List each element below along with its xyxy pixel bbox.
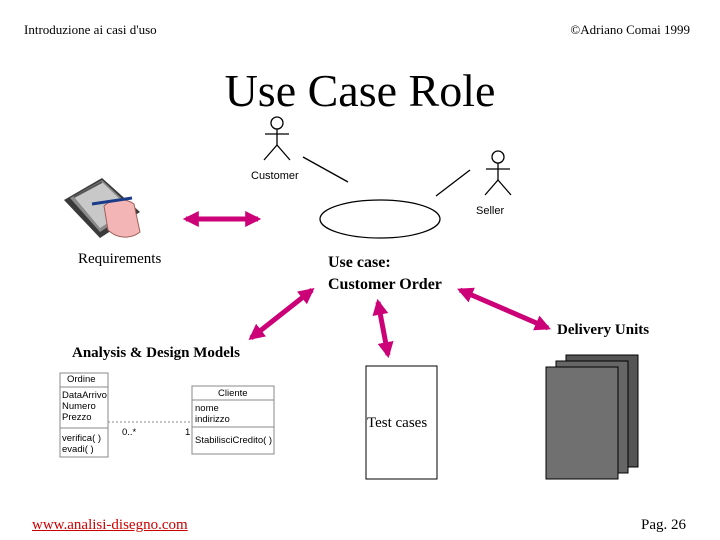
uml-multiplicity-right: 1 [185,427,191,438]
seller-actor-label: Seller [476,205,505,217]
uml-class-cliente [191,385,275,455]
website-link[interactable]: www.analisi-disegno.com [32,517,188,533]
header-copyright: ©Adriano Comai 1999 [570,22,690,37]
use-case-ellipse [319,199,441,239]
uml-ordine-name: Ordine [67,374,96,385]
delivery-units-stack-icon [545,354,639,480]
page-number: Pag. 26 [641,517,686,533]
uml-cliente-name: Cliente [218,388,248,399]
uml-cliente-attr: indirizzo [195,414,230,425]
uml-ordine-op: verifica( ) [62,433,102,444]
uml-ordine-attr: DataArrivo [62,390,107,401]
test-cases-sheet [365,365,438,480]
use-case-label-line2: Customer Order [328,276,442,293]
uml-multiplicity-left: 0..* [122,427,137,438]
slide-title: Use Case Role [224,65,496,116]
customer-actor-icon [263,116,291,161]
seller-association-line [435,169,471,197]
uml-ordine-attr: Prezzo [62,412,92,423]
uml-ordine-op: evadi( ) [62,444,94,455]
header-course-title: Introduzione ai casi d'uso [24,22,157,37]
delivery-units-label: Delivery Units [557,322,650,338]
uml-class-ordine [59,372,109,458]
customer-actor-label: Customer [251,170,299,182]
customer-association-line [302,156,349,183]
test-cases-label: Test cases [367,415,428,431]
analysis-arrow [248,288,315,340]
notebook-hand-icon [64,178,141,238]
seller-actor-icon [484,150,512,196]
test-cases-arrow [372,298,394,359]
use-case-label-line1: Use case: [328,254,391,271]
uml-ordine-attr: Numero [62,401,96,412]
uml-cliente-op: StabilisciCredito( ) [195,435,273,446]
uml-cliente-attr: nome [195,403,219,414]
delivery-arrow [457,287,551,331]
analysis-design-label: Analysis & Design Models [72,345,240,361]
requirements-label: Requirements [78,251,162,267]
